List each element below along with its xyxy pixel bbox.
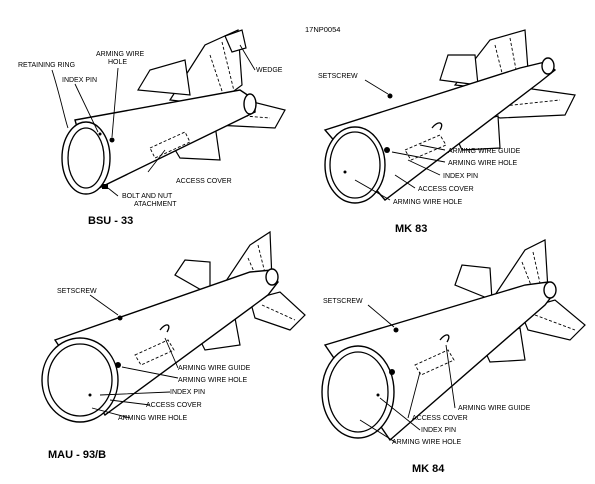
mk84-arming-wire-hole [389,369,395,375]
figure-code: 17NP0054 [305,25,340,34]
mk83-setscrew [387,93,393,99]
mau93b-ring-inner [47,343,113,417]
mau93b-label-arming-wire-hole: ARMING WIRE HOLE [178,377,248,384]
mk84-access-cover [414,349,455,376]
bsu33-label-wedge: WEDGE [256,67,283,74]
mk84-retaining-ring [321,345,395,439]
mk83-leaders [354,79,446,201]
mk84-label-arming-wire-guide: ARMING WIRE GUIDE [458,405,531,412]
bsu33-label-index-pin: INDEX PIN [62,77,97,84]
bsu33-label-access-cover: ACCESS COVER [176,178,232,185]
mk83-index-pin [343,170,347,174]
mau93b-tail-cap [265,268,279,286]
mk83-label-arming-wire-hole-2: ARMING WIRE HOLE [393,199,463,206]
mau93b-label-access-cover: ACCESS COVER [146,402,202,409]
mk84-label-setscrew: SETSCREW [323,298,363,305]
bsu33-leaders [51,44,256,197]
mk84-index-pin [376,393,380,397]
bsu33-access-cover [149,131,191,159]
bsu33-retaining-ring [61,121,111,195]
mk84-leaders [359,304,456,443]
mk84-label-access-cover: ACCESS COVER [412,415,468,422]
mau93b-right-fin [249,291,306,331]
mau93b-retaining-ring [41,337,119,423]
mk84-tail-cap [543,281,557,299]
bsu33-arming-wire-hole [109,137,115,143]
mk83-label-access-cover: ACCESS COVER [418,186,474,193]
bsu33-label-bolt-nut-2: ATACHMENT [134,201,177,208]
mau93b-index-pin [88,393,92,397]
mk83-label-index-pin: INDEX PIN [443,173,478,180]
mau93b-label-arming-wire-guide: ARMING WIRE GUIDE [178,365,251,372]
bsu33-index-pin [98,132,102,136]
bsu33-back-fin [136,59,191,96]
bsu33-label-arming-wire-hole-1: ARMING WIRE [96,51,145,58]
mk83-label-setscrew: SETSCREW [318,73,358,80]
panel-mk83: SETSCREW ARMING WIRE GUIDE ARMING WIRE H… [318,29,576,235]
mau93b-title: MAU - 93/B [48,449,106,461]
mk83-retaining-ring [324,126,386,204]
mk84-ring-inner [327,351,389,433]
mk83-ring-inner [329,131,381,199]
mk84-title: MK 84 [412,463,445,475]
mk83-access-cover [404,134,447,161]
bsu33-bolt-nut [102,184,108,189]
mk84-label-arming-wire-hole: ARMING WIRE HOLE [392,439,462,446]
mau93b-setscrew [117,315,123,321]
bsu33-label-arming-wire-hole-2: HOLE [108,59,127,66]
mk84-arming-wire-guide [439,334,450,343]
mau93b-label-arming-wire-hole-2: ARMING WIRE HOLE [118,415,188,422]
bsu33-title: BSU - 33 [88,215,133,227]
bsu33-ring-inner [67,127,105,189]
panel-mk84: SETSCREW ARMING WIRE GUIDE ACCESS COVER … [321,239,586,475]
bsu33-label-retaining-ring: RETAINING RING [18,62,75,69]
mau93b-label-setscrew: SETSCREW [57,288,97,295]
mk83-title: MK 83 [395,223,427,235]
mk83-tail-cap [541,57,555,75]
mk83-arming-wire-guide [431,122,443,131]
mk83-label-arming-wire-guide: ARMING WIRE GUIDE [448,148,521,155]
mau93b-arming-wire-guide [159,324,170,333]
mau93b-label-index-pin: INDEX PIN [170,389,205,396]
mk83-label-arming-wire-hole: ARMING WIRE HOLE [448,160,518,167]
mk83-back-fin [439,54,479,86]
mau93b-access-cover [134,339,175,366]
panel-bsu33: RETAINING RING INDEX PIN ARMING WIRE HOL… [18,29,286,227]
panel-mau93b: SETSCREW ARMING WIRE GUIDE ARMING WIRE H… [41,230,306,461]
mau93b-leaders [89,294,179,419]
mk84-back-fin [454,264,493,301]
mau93b-back-fin [174,259,211,297]
bsu33-tail-cap [243,93,257,115]
mau93b-arming-wire-hole [115,362,121,368]
bsu33-label-bolt-nut-1: BOLT AND NUT [122,193,173,200]
mk84-label-index-pin: INDEX PIN [421,427,456,434]
mk84-setscrew [393,327,399,333]
mk83-arming-wire-hole [384,147,390,153]
